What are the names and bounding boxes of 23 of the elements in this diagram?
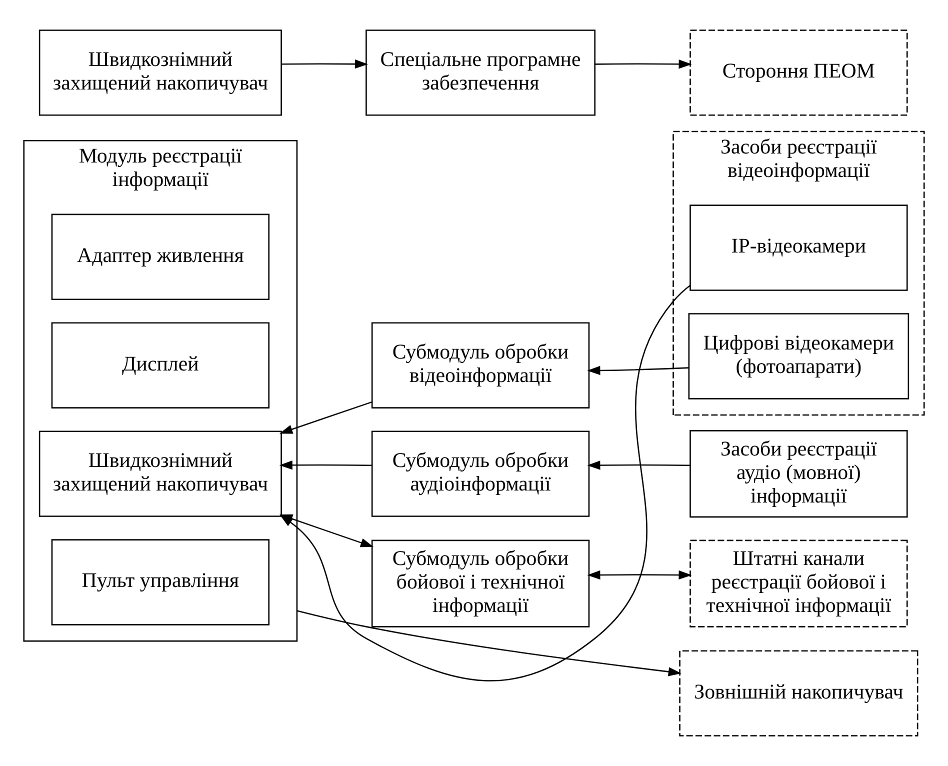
node-box: Швидкознімний захищений накопичувач — [38, 430, 282, 517]
node-box: Зовнішній накопичувач — [679, 650, 918, 736]
node-box: Субмодуль обробки бойової і технічної інформації — [371, 540, 590, 628]
node-box: Спеціальне програмне забезпечення — [366, 30, 596, 116]
arrow — [587, 570, 692, 580]
arrow — [587, 460, 690, 470]
node-box: Цифрові відеокамери (фотоапарати) — [688, 313, 910, 400]
node-box: Штатні канали реєстрації бойової і технічної інформації — [690, 540, 908, 628]
node-box: Засоби реєстрації аудіо (мовної) інформації — [690, 430, 908, 518]
arrow — [296, 610, 682, 676]
node-box: Субмодуль обробки аудіоінформації — [371, 430, 590, 517]
node-box: Стороння ПЕОМ — [690, 30, 908, 116]
arrow — [279, 401, 372, 434]
arrow — [594, 60, 692, 69]
node-box: Пульт управління — [51, 539, 270, 626]
node-box: IP-відеокамери — [690, 204, 908, 291]
node-box: Адаптер живлення — [51, 214, 270, 300]
node-box: Швидкознімний захищений накопичувач — [38, 30, 282, 116]
node-box: Дисплей — [51, 322, 270, 408]
arrow — [279, 460, 372, 470]
arrow — [281, 59, 368, 69]
arrow — [587, 366, 689, 376]
node-box: Субмодуль обробки відеоінформації — [371, 322, 590, 408]
